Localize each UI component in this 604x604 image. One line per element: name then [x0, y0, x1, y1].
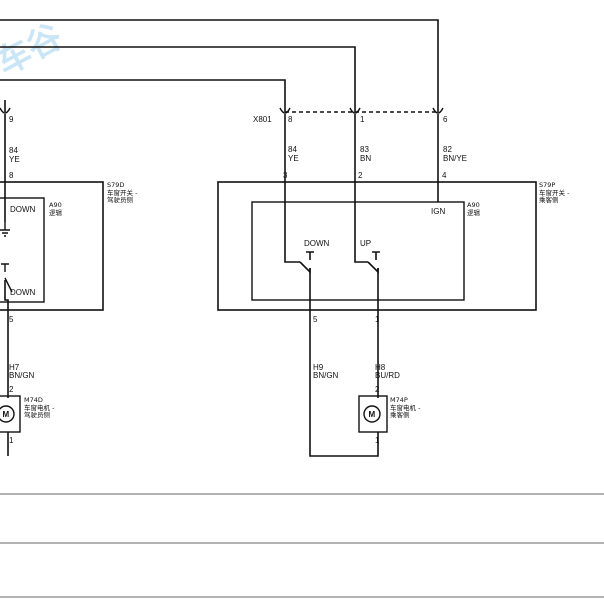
- x801-pin-6: 6: [443, 115, 448, 124]
- right-logic-id: A90: [467, 201, 480, 209]
- connector-x801-name: X801: [253, 115, 272, 124]
- right-switch-top-pin-3: 3: [283, 171, 288, 180]
- left-switch-lever: [1, 263, 9, 272]
- right-motor-symbol: M: [369, 410, 376, 419]
- x801-pin-8: 8: [288, 115, 293, 124]
- left-motor-symbol: M: [3, 410, 10, 419]
- right-wire-h9: [309, 268, 379, 457]
- left-motor-id: M74D: [24, 396, 43, 404]
- left-motor-desc1: 车窗电机 -: [24, 403, 55, 412]
- right-switch-bottom-pin-1: 1: [375, 315, 380, 324]
- left-down2-label: DOWN: [10, 288, 36, 297]
- connector-cup-1: [349, 107, 361, 114]
- right-switch-top-pin-4: 4: [442, 171, 447, 180]
- left-switch-desc1: 车窗开关 -: [107, 188, 138, 197]
- left-switch-down2: [4, 277, 13, 293]
- left-switch-desc2: 驾驶员侧: [107, 195, 133, 204]
- wire-82-color: BN/YE: [443, 154, 467, 163]
- left-switch-contact: [0, 222, 10, 237]
- left-motor-box: [0, 395, 21, 433]
- right-switch-up-line: [354, 182, 368, 263]
- left-motor-wire-code: H7: [9, 363, 20, 372]
- right-switch-desc1: 车窗开关 -: [539, 188, 570, 197]
- right-motor-desc1: 车窗电机 -: [390, 403, 421, 412]
- right-motor-top-pin: 2: [375, 385, 380, 394]
- left-logic-desc: 逻辑: [49, 208, 63, 217]
- connector-cup-8: [279, 107, 291, 114]
- wire-84-gauge: 84: [288, 145, 297, 154]
- wire-83-color: BN: [360, 154, 371, 163]
- left-top-pin: 9: [9, 115, 14, 124]
- wire-h8-color: BU/RD: [375, 371, 400, 380]
- left-motor-bottom-pin: 1: [9, 436, 14, 445]
- right-logic-box: [251, 201, 465, 301]
- left-motor-circle: [0, 405, 15, 423]
- wire-h8-code: H8: [375, 363, 386, 372]
- left-switch-box: [0, 181, 104, 311]
- right-logic-desc: 逻辑: [467, 208, 481, 217]
- left-wire-gauge: 84: [9, 146, 18, 155]
- wire-83-gauge: 83: [360, 145, 369, 154]
- connector-cup-left: [0, 107, 11, 114]
- watermark: 车谷: [0, 17, 69, 84]
- connector-cup-6: [432, 107, 444, 114]
- right-switch-id: S79P: [539, 181, 555, 189]
- wire-top-long: [0, 19, 439, 100]
- left-logic-id: A90: [49, 201, 62, 209]
- right-motor-box: [358, 395, 388, 433]
- right-up-label: UP: [360, 239, 371, 248]
- left-motor-top-pin: 2: [9, 385, 14, 394]
- left-motor-wire-color: BN/GN: [9, 371, 35, 380]
- left-down-label: DOWN: [10, 205, 36, 214]
- right-motor-desc2: 乘客侧: [390, 410, 410, 419]
- left-switch-id: S79D: [107, 181, 124, 189]
- wire-82-gauge: 82: [443, 145, 452, 154]
- right-switch-box: [217, 181, 537, 311]
- x801-pin-1: 1: [360, 115, 365, 124]
- wire-top-mid: [0, 46, 356, 100]
- left-switch-pin: 8: [9, 171, 14, 180]
- left-logic-box: [0, 197, 45, 303]
- right-switch-desc2: 乘客侧: [539, 195, 559, 204]
- wire-h9-code: H9: [313, 363, 324, 372]
- left-motor-desc2: 驾驶员侧: [24, 410, 50, 419]
- wire-top-short: [0, 79, 286, 100]
- wire-h9-color: BN/GN: [313, 371, 339, 380]
- right-ign-label: IGN: [431, 207, 445, 216]
- right-motor-id: M74P: [390, 396, 408, 404]
- left-switch-bottom-pin: 5: [9, 315, 14, 324]
- left-wire-color: YE: [9, 155, 20, 164]
- right-switch-bottom-pin-5: 5: [313, 315, 318, 324]
- right-motor-bottom-pin: 1: [375, 436, 380, 445]
- right-switch-down-tbar: [306, 251, 314, 260]
- right-switch-up-tbar: [372, 251, 380, 260]
- right-down-label: DOWN: [304, 239, 330, 248]
- right-switch-down-lever: [299, 261, 311, 274]
- left-wire-switch-lower: [4, 280, 9, 310]
- right-switch-down-line: [284, 182, 300, 263]
- wire-84-color: YE: [288, 154, 299, 163]
- right-switch-top-pin-2: 2: [358, 171, 363, 180]
- right-switch-up-lever: [367, 261, 379, 274]
- right-motor-circle: [363, 405, 381, 423]
